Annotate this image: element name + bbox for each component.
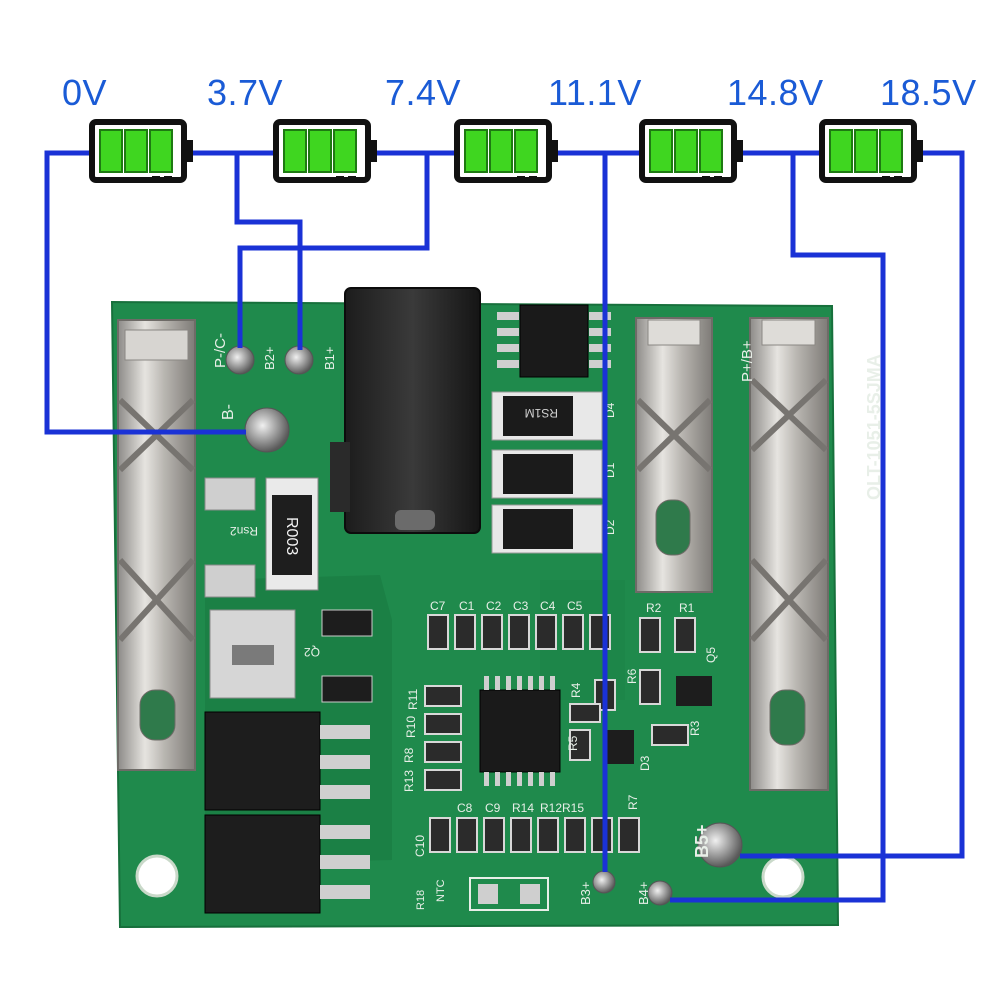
pad-rsn2-top <box>204 477 256 511</box>
silk-r3: R3 <box>688 720 702 736</box>
capacitor-row-bottom <box>429 817 640 853</box>
pad-p-c <box>225 345 255 375</box>
resistor-r2-r1 <box>569 617 696 761</box>
silk-c4: C4 <box>540 599 556 613</box>
pad-rsn2-bottom <box>204 564 256 598</box>
silk-c7: C7 <box>430 599 446 613</box>
silk-r5: R5 <box>566 735 580 751</box>
silk-r8: R8 <box>402 747 416 763</box>
silk-r11: R11 <box>406 689 420 710</box>
silk-b1: B1+ <box>322 347 337 371</box>
wire-14v8 <box>670 153 886 903</box>
balance-wires <box>44 150 965 903</box>
silk-c10: C10 <box>413 835 427 857</box>
silk-c2: C2 <box>486 599 502 613</box>
silk-c8: C8 <box>457 801 473 815</box>
silk-model: OLT-1051-5SJMA <box>864 354 884 500</box>
voltage-label-5: 18.5V <box>880 72 977 113</box>
battery-icon-1 <box>89 119 193 183</box>
silk-rsn2: Rsn2 <box>230 524 258 538</box>
silk-r7: R7 <box>626 794 640 810</box>
wire-18v5 <box>740 150 965 859</box>
silk-q2: Q2 <box>304 645 320 659</box>
voltage-label-3: 11.1V <box>548 72 642 113</box>
small-smd-2 <box>321 675 373 703</box>
diode-d1 <box>491 449 603 499</box>
small-smd-1 <box>321 609 373 637</box>
silk-r14: R14 <box>512 801 534 815</box>
capacitor-row-top <box>427 614 611 650</box>
silk-c1: C1 <box>459 599 475 613</box>
terminal-right-2 <box>749 317 829 791</box>
silk-rs1m: RS1M <box>525 406 558 420</box>
voltage-label-4: 14.8V <box>727 72 824 113</box>
wire-0v <box>44 150 246 435</box>
battery-icon-3 <box>454 119 558 183</box>
voltage-label-0: 0V <box>62 72 108 113</box>
battery-icon-2 <box>273 119 377 183</box>
dc-jack <box>330 287 481 534</box>
ntc-footprint <box>469 877 549 911</box>
silk-r10: R10 <box>404 716 418 738</box>
pad-b2 <box>284 345 314 375</box>
silk-c5: C5 <box>567 599 583 613</box>
ic-main <box>479 676 561 786</box>
silk-r6: R6 <box>625 668 639 684</box>
voltage-label-2: 7.4V <box>385 72 462 113</box>
ic-protector <box>497 304 611 378</box>
diode-d2 <box>491 504 603 554</box>
silk-r12r15: R12R15 <box>540 801 584 815</box>
terminal-left <box>117 319 196 771</box>
silk-ntc: NTC <box>435 879 447 902</box>
silk-r003: R003 <box>283 517 300 555</box>
silk-q5: Q5 <box>704 647 718 663</box>
shunt-resistor <box>265 477 319 591</box>
pad-b4 <box>647 880 673 906</box>
wire-3v7 <box>234 153 303 350</box>
silk-b2: B2+ <box>262 347 277 371</box>
silk-d3: D3 <box>638 755 652 771</box>
silk-r13: R13 <box>402 770 416 792</box>
voltage-label-1: 3.7V <box>207 72 284 113</box>
mount-hole-right <box>761 855 805 899</box>
silk-r2: R2 <box>646 601 662 615</box>
pad-b3 <box>592 870 616 894</box>
mosfet-2 <box>204 814 370 914</box>
mosfet-1 <box>204 711 370 811</box>
transistor-q5 <box>676 676 712 706</box>
diode-d4 <box>491 391 603 441</box>
silk-b-minus: B- <box>220 404 237 420</box>
battery-icon-5 <box>819 119 923 183</box>
pad-b-minus <box>244 407 290 453</box>
transistor-d3 <box>604 730 634 764</box>
wire-7v4 <box>237 153 430 348</box>
silk-b5: B5+ <box>692 824 712 858</box>
silk-c9: C9 <box>485 801 501 815</box>
pad-b5 <box>697 822 743 868</box>
silk-c3: C3 <box>513 599 529 613</box>
silk-p-plus: P+/B+ <box>739 340 756 382</box>
battery-icon-4 <box>639 119 743 183</box>
mount-hole-left <box>135 854 179 898</box>
resistor-column <box>424 685 462 791</box>
silk-p-c: P-/C- <box>212 333 229 368</box>
silk-r1: R1 <box>679 601 695 615</box>
silk-r18: R18 <box>415 890 427 910</box>
silk-b3: B3+ <box>578 882 593 906</box>
silk-r4: R4 <box>569 682 583 698</box>
terminal-right-1 <box>635 317 713 593</box>
silk-b4: B4+ <box>636 882 651 906</box>
